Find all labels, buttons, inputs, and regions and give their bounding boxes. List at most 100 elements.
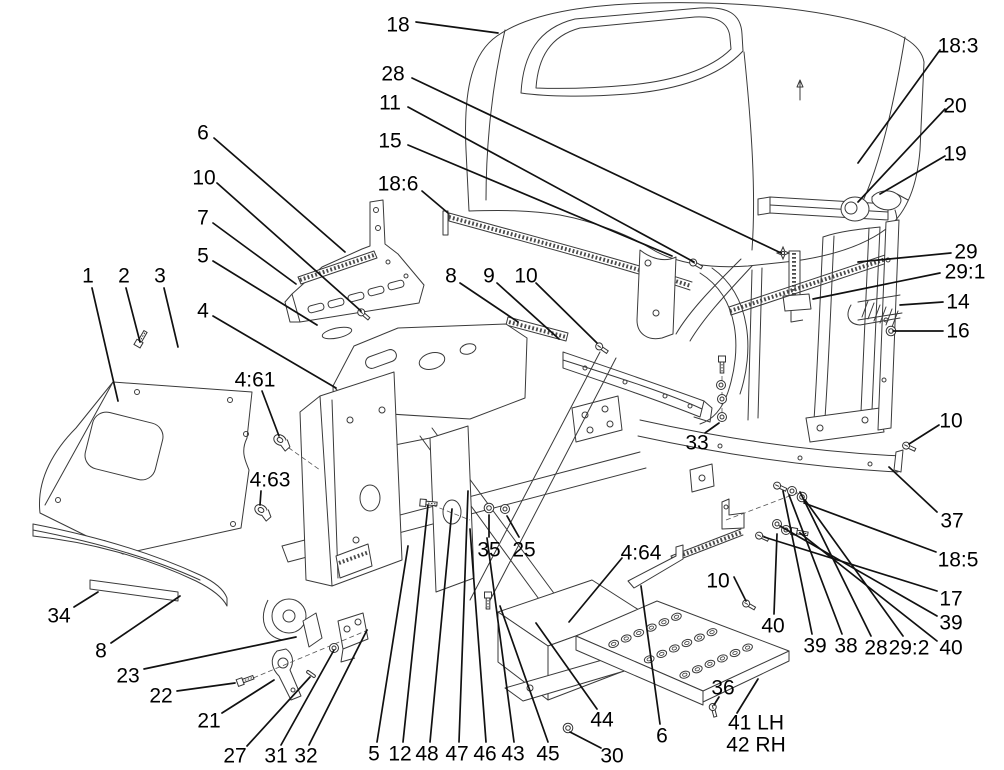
bolt-icon — [235, 674, 255, 687]
leader-line — [376, 545, 409, 743]
leader-line — [704, 422, 720, 434]
leader-line — [308, 629, 368, 746]
leader-line — [788, 494, 843, 635]
callout-label: 18:5 — [938, 549, 979, 572]
callout-label: 29:2 — [889, 637, 930, 660]
support-rod — [627, 544, 684, 589]
callout-label: 10 — [706, 570, 729, 593]
leader-line — [879, 155, 946, 195]
leader-line — [216, 182, 362, 312]
callout-leaders — [73, 21, 952, 749]
callout-label: 38 — [834, 635, 857, 658]
seat-support-frame — [805, 219, 903, 443]
callout-label: 41 LH — [728, 712, 784, 735]
leader-line — [736, 678, 759, 714]
bolt-icon — [484, 591, 492, 610]
callout-label: 18 — [386, 14, 409, 37]
callout-label: 40 — [939, 637, 962, 660]
callout-label: 16 — [946, 320, 969, 343]
callout-label: 29:1 — [945, 261, 986, 284]
screw-icon — [595, 342, 609, 355]
callout-label: 35 — [477, 539, 500, 562]
leader-line — [804, 499, 904, 637]
leader-line — [486, 537, 515, 743]
leader-line — [812, 272, 941, 300]
leader-line — [568, 557, 623, 623]
leader-line — [713, 696, 720, 706]
leader-line — [91, 287, 119, 402]
callout-label: 28 — [381, 63, 404, 86]
callout-label: 4:61 — [235, 369, 276, 392]
footplate — [575, 600, 790, 706]
callout-label: 8 — [445, 265, 457, 288]
callout-label: 12 — [388, 743, 411, 766]
screw-icon — [773, 481, 788, 492]
screw-icon — [902, 441, 917, 452]
callout-label: 43 — [501, 743, 524, 766]
callout-label: 42 RH — [726, 734, 786, 757]
leader-line — [506, 515, 520, 538]
leader-line — [212, 260, 318, 326]
callout-label: 44 — [590, 709, 614, 732]
screw-icon — [708, 703, 718, 718]
leader-line — [407, 106, 695, 263]
washer-icon — [772, 519, 782, 529]
callout-label: 36 — [711, 677, 734, 700]
callout-label: 10 — [514, 265, 537, 288]
bolt-icon — [133, 329, 148, 349]
callout-label: 4 — [197, 300, 209, 323]
callout-label: 37 — [940, 510, 963, 533]
washer-icon — [717, 394, 727, 404]
leader-line — [899, 301, 944, 306]
callout-label: 27 — [223, 745, 246, 768]
leader-line — [221, 679, 275, 714]
callout-label: 8 — [95, 640, 107, 663]
callout-label: 17 — [939, 588, 962, 611]
leader-line — [212, 222, 297, 285]
leader-line — [499, 605, 549, 743]
callout-label: 45 — [536, 743, 559, 766]
leader-line — [421, 190, 449, 214]
bushing-icon — [254, 504, 272, 522]
spring — [847, 294, 903, 328]
left-panel — [38, 381, 253, 555]
leader-line — [908, 424, 940, 445]
slotted-bracket — [284, 199, 425, 340]
frame-beams — [281, 351, 904, 609]
washer-icon — [716, 380, 726, 390]
washer-icon — [500, 504, 510, 514]
leader-line — [459, 282, 519, 323]
leader-line — [407, 144, 673, 257]
leader-line — [213, 137, 346, 253]
bushing-icon — [273, 434, 291, 452]
washer-icon — [329, 643, 339, 653]
bolt-icon — [718, 355, 726, 374]
callout-label: 34 — [47, 605, 71, 628]
callout-label: 25 — [512, 539, 535, 562]
leader-line — [411, 77, 782, 254]
callout-label: 7 — [197, 207, 209, 230]
callout-label: 30 — [600, 745, 623, 768]
leader-line — [857, 252, 952, 263]
leader-line — [535, 622, 598, 710]
leader-line — [782, 490, 813, 635]
screw-icon — [755, 531, 770, 542]
pedal-cluster — [245, 598, 369, 701]
leader-line — [458, 490, 469, 743]
leader-line — [429, 508, 453, 743]
callout-label: 3 — [154, 265, 166, 288]
callout-label: 1 — [82, 265, 94, 288]
seat-arch — [699, 267, 749, 425]
washer-icon — [717, 412, 727, 422]
machine-line-art — [32, 2, 925, 706]
nut-icon — [483, 502, 495, 514]
callout-label: 33 — [685, 432, 708, 455]
callout-label: 2 — [118, 265, 130, 288]
hinge-bracket — [636, 249, 753, 342]
nut-icon — [562, 722, 574, 734]
leader-line — [888, 466, 938, 513]
leader-line — [143, 636, 297, 670]
